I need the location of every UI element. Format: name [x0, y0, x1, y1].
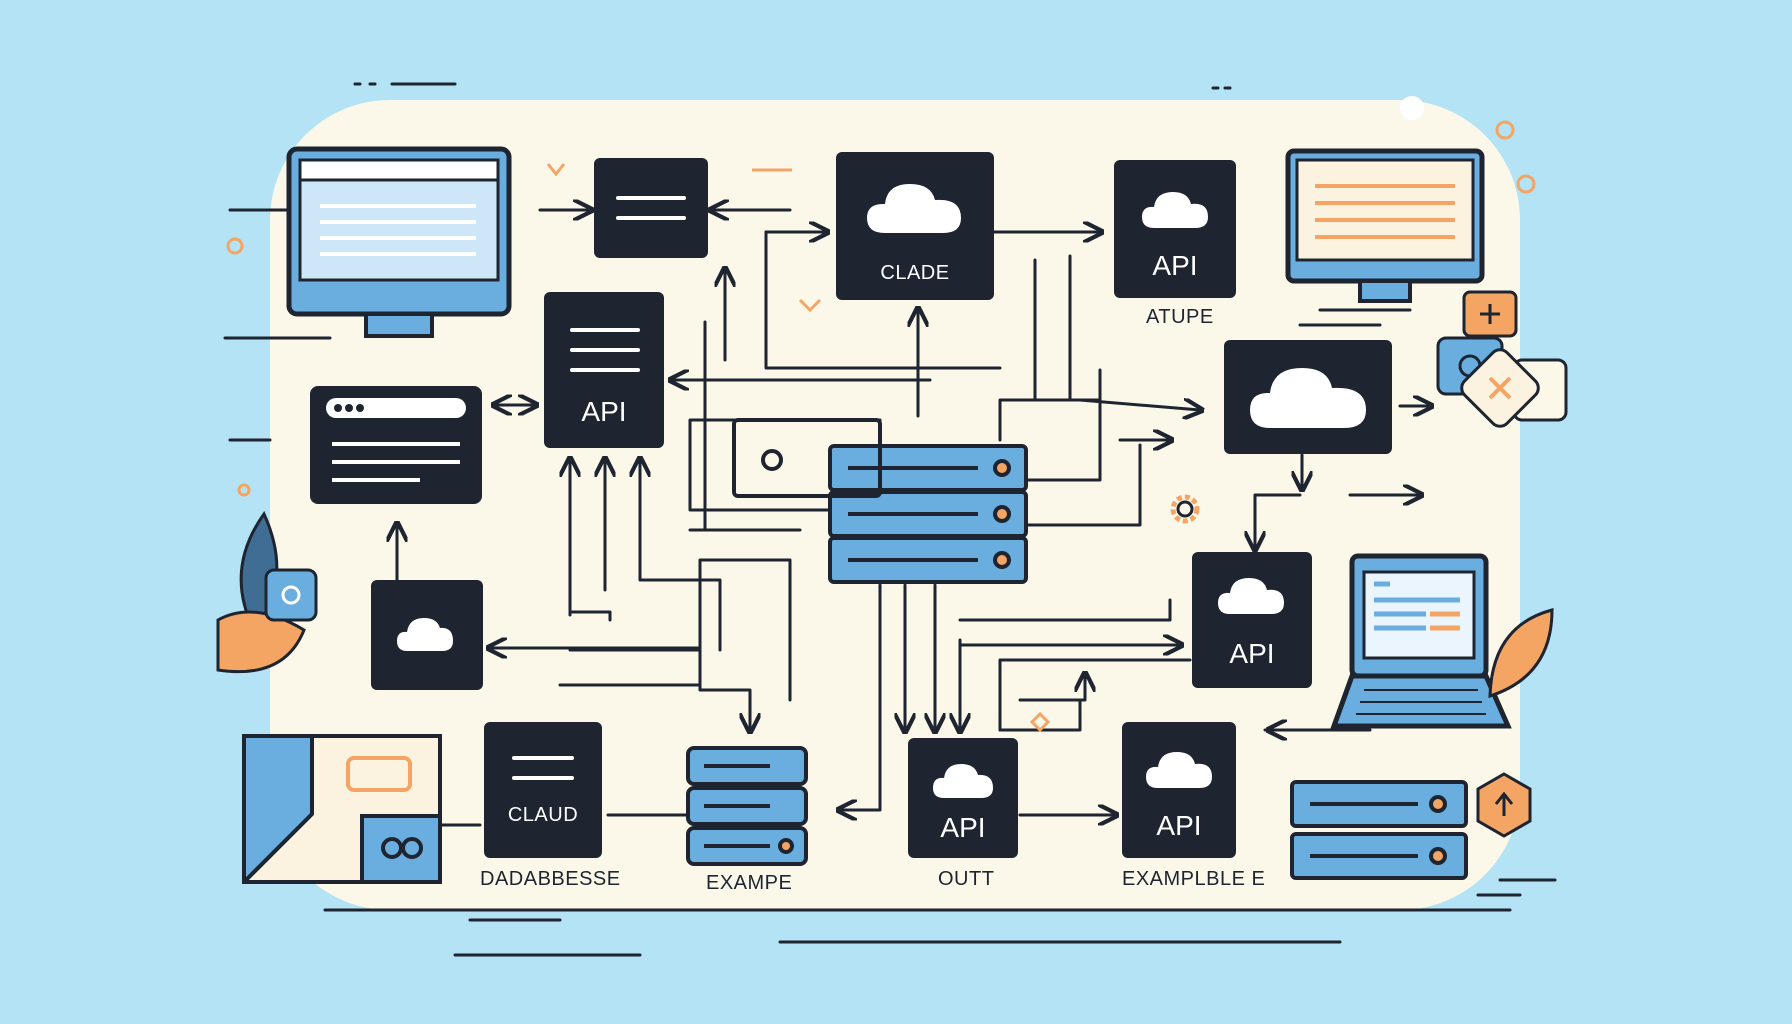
- outt-caption: OUTT: [938, 868, 995, 890]
- api-label: API: [1152, 250, 1198, 281]
- connector: [698, 558, 792, 702]
- cloud-icon: [397, 618, 453, 651]
- clade-node: CLADE: [836, 152, 994, 300]
- api-node-middle-right: API: [1192, 552, 1312, 688]
- connector: [1023, 368, 1102, 482]
- examplble-caption: EXAMPLBLE E: [1122, 868, 1266, 890]
- cloud-node-right: [1224, 340, 1392, 454]
- api-label: API: [940, 812, 986, 843]
- menu-node: [594, 158, 708, 258]
- exampe-caption: EXAMPE: [706, 872, 793, 894]
- monitor-icon: [286, 146, 512, 338]
- connector: [1255, 493, 1302, 548]
- hexagon-icon: [1476, 772, 1532, 838]
- cloud-icon: [933, 764, 993, 798]
- cloud-icon: [1142, 192, 1208, 228]
- cloud-icon: [1250, 368, 1366, 428]
- connector: [958, 598, 1172, 622]
- laptop-icon: [1330, 553, 1512, 729]
- connector: [998, 698, 1082, 732]
- api-label: API: [1229, 638, 1275, 669]
- atupe-caption: ATUPE: [1146, 306, 1214, 328]
- claud-node: CLAUD: [484, 722, 602, 858]
- database-icon: [686, 746, 808, 866]
- connector: [998, 398, 1102, 442]
- connector: [1018, 675, 1085, 702]
- connector: [764, 230, 1002, 370]
- dadabbesse-caption: DADABBESSE: [480, 868, 621, 890]
- leaf-icon: [1488, 608, 1554, 699]
- connector: [640, 460, 722, 652]
- claud-label: CLAUD: [507, 804, 579, 826]
- cloud-icon: [867, 184, 961, 233]
- leaf-icon: [216, 511, 318, 674]
- window-outline: [732, 418, 882, 498]
- cloud-icon: [1146, 752, 1212, 788]
- api-node-bottom-center: API: [908, 738, 1018, 858]
- api-node-bottom-right: API: [1122, 722, 1236, 858]
- cloud-icon: [1218, 578, 1284, 614]
- connector: [698, 648, 750, 730]
- api-label: API: [581, 396, 627, 427]
- api-node-top-left: API: [544, 292, 664, 448]
- gear-icon: [1170, 494, 1200, 524]
- server-stack-icon: [1290, 780, 1468, 880]
- api-node-top-right: API: [1114, 160, 1236, 298]
- api-label: API: [1156, 810, 1202, 841]
- monitor-icon: [1285, 148, 1485, 303]
- clade-label: CLADE: [880, 262, 950, 284]
- connector: [840, 583, 882, 810]
- plus-icon: [1436, 290, 1568, 428]
- browser-window-icon: [310, 386, 482, 504]
- connector: [1023, 443, 1142, 527]
- envelope-icon: [242, 734, 442, 884]
